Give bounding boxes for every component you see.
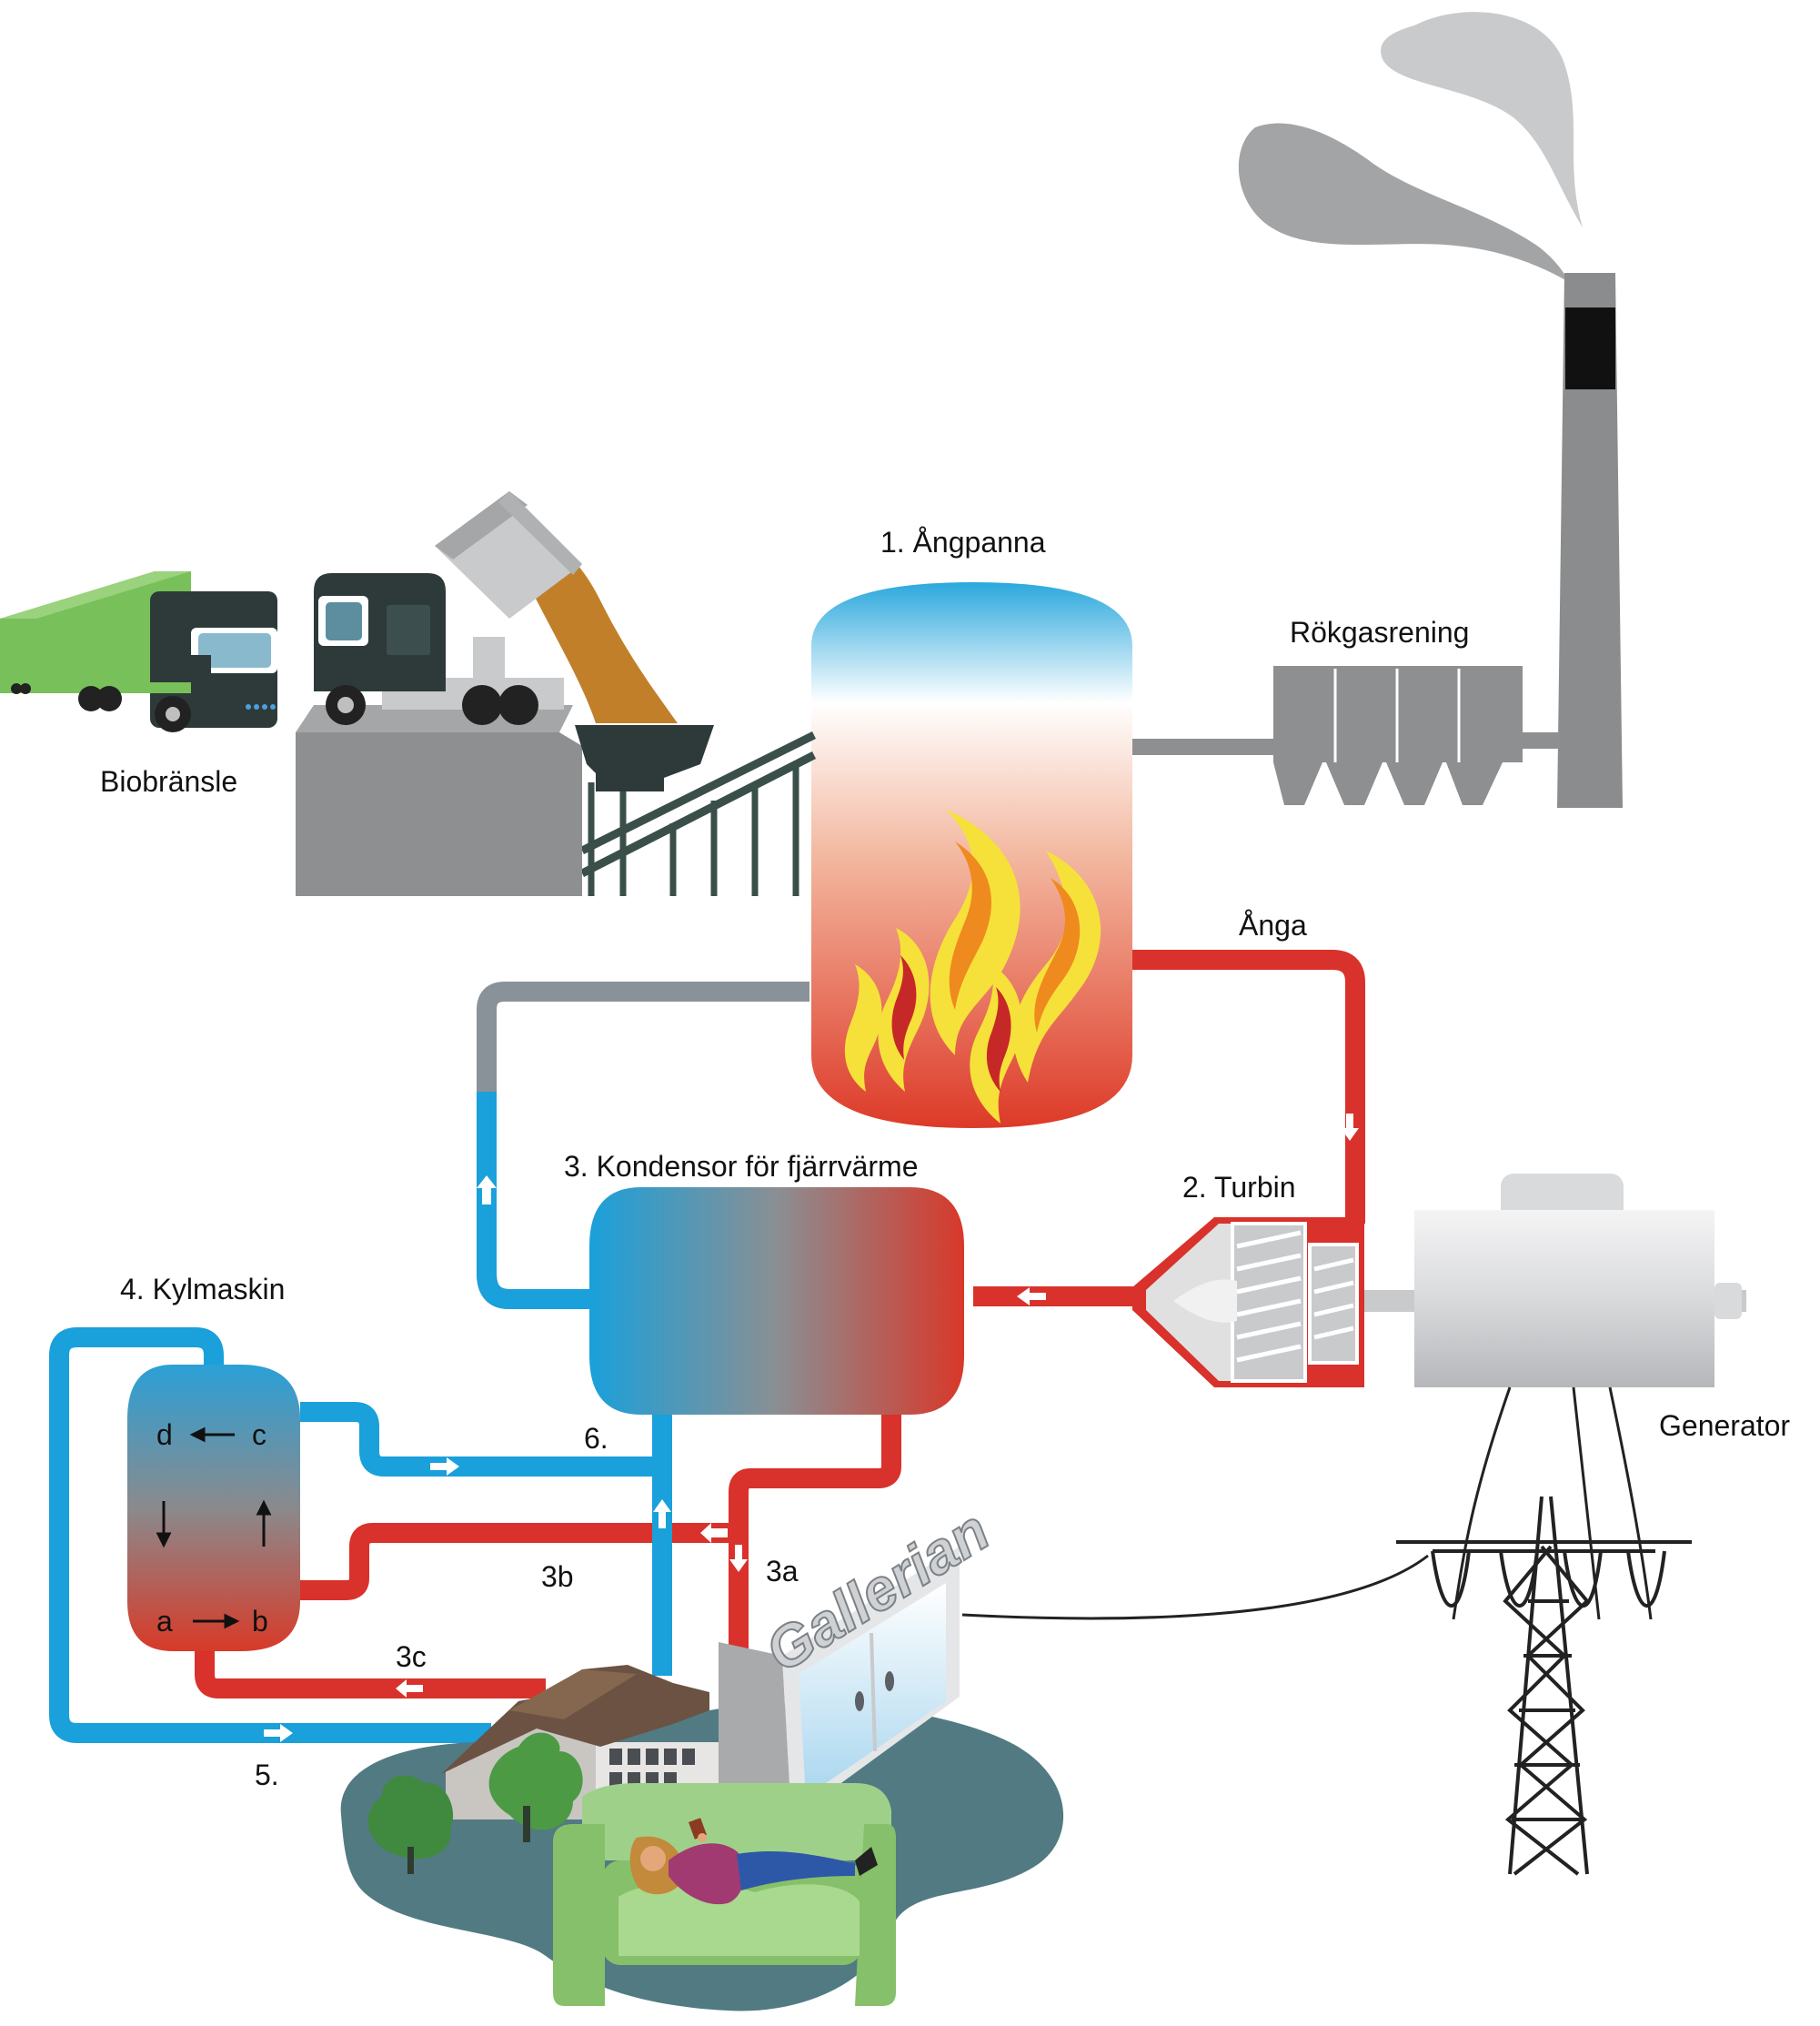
pylon-icon	[1396, 1496, 1692, 1876]
label-angpanna: 1. Ångpanna	[880, 526, 1046, 559]
turbine-icon	[1132, 1217, 1364, 1387]
tree-icon	[367, 1732, 583, 1874]
chiller-icon	[127, 1365, 300, 1651]
label-3b: 3b	[541, 1560, 574, 1593]
label-rokgasrening: Rökgasrening	[1290, 616, 1469, 649]
label-turbin: 2. Turbin	[1182, 1171, 1296, 1204]
label-kondensor: 3. Kondensor för fjärrvärme	[564, 1150, 919, 1183]
chimney-icon	[1557, 273, 1623, 808]
flame-icon	[844, 810, 1101, 1124]
label-kylmaskin: 4. Kylmaskin	[120, 1273, 285, 1305]
label-anga: Ånga	[1239, 909, 1307, 942]
smoke-icon	[1238, 12, 1583, 282]
steam-pipe	[1132, 950, 1365, 1224]
label-3a: 3a	[766, 1555, 799, 1588]
flue-duct-chimney	[1519, 732, 1560, 749]
label-3c: 3c	[396, 1640, 427, 1673]
dump-truck-icon	[314, 491, 582, 725]
mall-icon	[719, 1547, 960, 1819]
generator-icon	[1364, 1174, 1746, 1387]
flue-duct	[1132, 739, 1278, 755]
hopper-icon	[575, 725, 714, 791]
pipe-3a	[729, 1415, 901, 1658]
flow-arrows	[264, 1114, 1359, 1742]
label-c: c	[252, 1418, 266, 1451]
platform-icon	[296, 705, 582, 896]
condenser-icon	[589, 1187, 964, 1415]
conveyor-icon	[579, 731, 817, 896]
flue-gas-cleaning-icon	[1273, 666, 1523, 805]
chiller-cycle-arrows	[156, 1426, 272, 1629]
label-6: 6.	[584, 1422, 608, 1455]
power-lines	[961, 1386, 1653, 1620]
label-generator: Generator	[1659, 1409, 1790, 1442]
person-icon	[629, 1818, 878, 1905]
label-b: b	[252, 1605, 268, 1638]
label-5: 5.	[255, 1759, 279, 1791]
pipe-6	[300, 1402, 662, 1477]
pipe-5	[49, 1327, 491, 1743]
label-d: d	[156, 1418, 173, 1451]
return-pipe-blue	[477, 1092, 596, 1309]
truck-icon	[0, 571, 277, 732]
pipe-3c	[195, 1647, 546, 1698]
pipe-3b	[300, 1523, 739, 1600]
label-biobransle: Biobränsle	[100, 765, 237, 798]
label-a: a	[156, 1605, 173, 1638]
